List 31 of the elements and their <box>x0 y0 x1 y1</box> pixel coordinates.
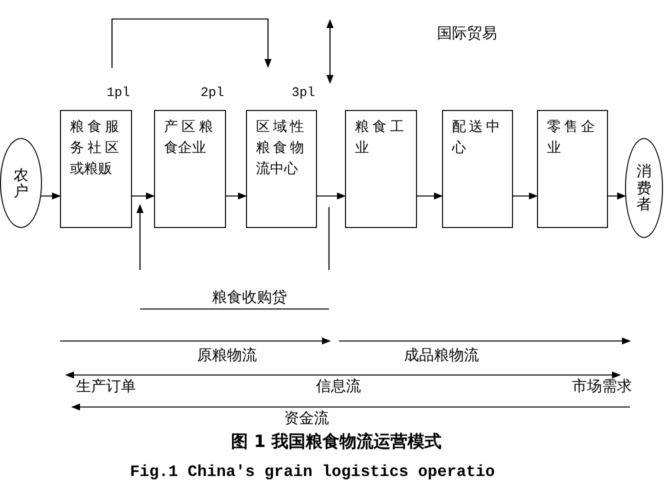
arrow <box>417 192 443 200</box>
box-label: 粮食工业 <box>355 118 404 158</box>
flow-label: 生产订单 <box>76 378 136 394</box>
level-label: 1pl <box>106 85 130 100</box>
process-box <box>345 110 417 228</box>
level-label: 3pl <box>292 85 315 100</box>
flow-label: 资金流 <box>284 410 329 426</box>
arrow <box>226 192 247 200</box>
flow-label: 成品粮物流 <box>404 347 479 363</box>
process-box <box>442 110 513 228</box>
flow-label: 原粮物流 <box>197 347 257 363</box>
arrow <box>608 192 626 200</box>
figure-caption: Fig.1 China's grain logistics operatio <box>130 463 495 481</box>
ellipse-label: 农户 <box>14 166 28 200</box>
arrow <box>41 192 61 200</box>
box-label: 配送中心 <box>452 118 500 158</box>
box-label: 产区粮食企业 <box>164 118 213 158</box>
box-label: 区域性粮食物流中心 <box>256 118 304 179</box>
process-box <box>537 110 608 228</box>
flow-label: 信息流 <box>316 378 361 394</box>
flow-label: 国际贸易 <box>437 25 497 41</box>
arrow <box>132 192 155 200</box>
arrow <box>513 192 538 200</box>
level-label: 2pl <box>200 85 224 100</box>
flow-label: 市场需求 <box>572 378 632 394</box>
arrow <box>317 192 346 200</box>
box-label: 零售企业 <box>547 118 595 158</box>
box-label: 粮食服务社区或粮贩 <box>70 118 119 179</box>
figure-caption: 图 1 我国粮食物流运营模式 <box>231 432 442 452</box>
bracket-label: 粮食收购贷 <box>212 289 287 305</box>
ellipse-label: 消费者 <box>636 163 652 213</box>
